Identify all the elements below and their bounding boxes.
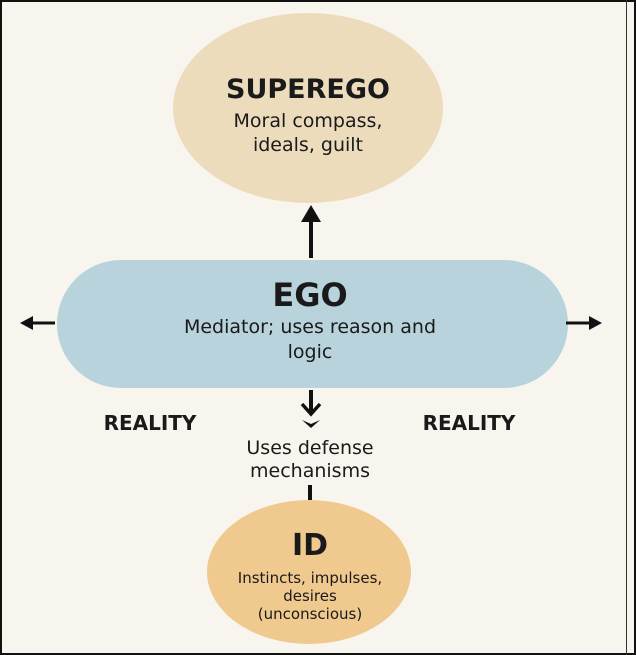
- arrow-right-icon: [566, 316, 602, 330]
- ego-desc-line1: Mediator; uses reason and: [183, 316, 437, 338]
- id-desc-line2: desires: [283, 587, 337, 605]
- arrow-left-icon: [20, 316, 55, 330]
- arrow-down-icon: [300, 390, 322, 428]
- ego-title: EGO: [272, 276, 348, 314]
- superego-desc-line2: ideals, guilt: [252, 134, 364, 156]
- reality-right-label: REALITY: [422, 411, 516, 435]
- id-desc-line1: Instincts, impulses,: [237, 569, 383, 587]
- superego-title: SUPEREGO: [226, 74, 390, 105]
- ego-node: [57, 260, 568, 388]
- defense-line2: mechanisms: [250, 460, 370, 482]
- id-desc-line3: (unconscious): [257, 605, 363, 623]
- reality-left-label: REALITY: [103, 411, 197, 435]
- superego-desc-line1: Moral compass,: [233, 110, 383, 132]
- id-title: ID: [291, 528, 329, 563]
- frame-divider: [626, 0, 627, 655]
- superego-node: [173, 13, 443, 203]
- arrow-up-icon: [301, 205, 321, 258]
- defense-line1: Uses defense: [246, 437, 374, 459]
- id-node: [207, 500, 411, 644]
- ego-desc-line2: logic: [287, 341, 333, 363]
